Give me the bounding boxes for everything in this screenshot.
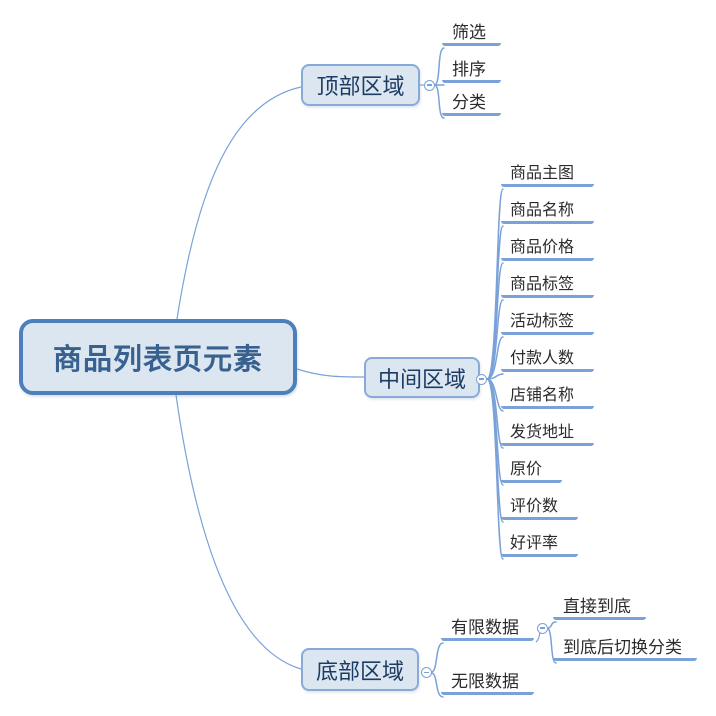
connector-curve: [546, 621, 557, 629]
connector-curve: [486, 373, 504, 380]
topic-product-main-image[interactable]: 商品主图: [501, 161, 595, 187]
branch-topic-top-area[interactable]: 顶部区域: [301, 64, 420, 106]
connector-stub: [535, 632, 541, 643]
topic-payment-count[interactable]: 付款人数: [501, 346, 595, 372]
root-topic-label: 商品列表页元素: [52, 344, 263, 376]
connector-curve: [430, 642, 444, 673]
topic-product-price[interactable]: 商品价格: [501, 235, 595, 261]
minus-glyph: [426, 84, 432, 86]
connector-curve: [176, 86, 302, 320]
topic-shipping-address[interactable]: 发货地址: [501, 420, 595, 446]
topic-switch-category-after-bottom[interactable]: 到底后切换分类: [553, 635, 697, 661]
topic-unlimited-data[interactable]: 无限数据: [441, 669, 534, 695]
minus-glyph: [424, 671, 429, 674]
topic-original-price[interactable]: 原价: [501, 457, 563, 483]
branch-topic-label: 中间区域: [377, 366, 466, 392]
connector-curve: [175, 394, 302, 670]
topic-limited-data[interactable]: 有限数据: [441, 615, 534, 641]
collapse-minus-icon[interactable]: [536, 622, 548, 634]
topic-sort[interactable]: 排序: [442, 57, 501, 83]
topic-filter[interactable]: 筛选: [442, 20, 501, 46]
branch-topic-bottom-area[interactable]: 底部区域: [301, 648, 419, 691]
topic-shop-name[interactable]: 店铺名称: [501, 383, 595, 409]
connector-curve: [296, 368, 365, 378]
minus-glyph: [539, 627, 545, 629]
topic-category[interactable]: 分类: [442, 90, 501, 116]
minus-glyph: [479, 378, 484, 380]
branch-topic-middle-area[interactable]: 中间区域: [364, 357, 480, 398]
root-topic[interactable]: 商品列表页元素: [19, 319, 297, 395]
topic-product-tag[interactable]: 商品标签: [501, 272, 595, 298]
topic-activity-tag[interactable]: 活动标签: [501, 309, 595, 335]
collapse-minus-icon[interactable]: [421, 667, 432, 678]
topic-product-name[interactable]: 商品名称: [501, 198, 595, 224]
topic-scroll-straight-to-bottom[interactable]: 直接到底: [553, 594, 646, 620]
branch-topic-label: 底部区域: [315, 658, 404, 684]
topic-review-count[interactable]: 评价数: [501, 494, 579, 520]
topic-positive-review-rate[interactable]: 好评率: [501, 531, 579, 557]
branch-topic-label: 顶部区域: [316, 74, 405, 99]
collapse-minus-icon[interactable]: [423, 79, 435, 91]
collapse-minus-icon[interactable]: [476, 373, 487, 385]
